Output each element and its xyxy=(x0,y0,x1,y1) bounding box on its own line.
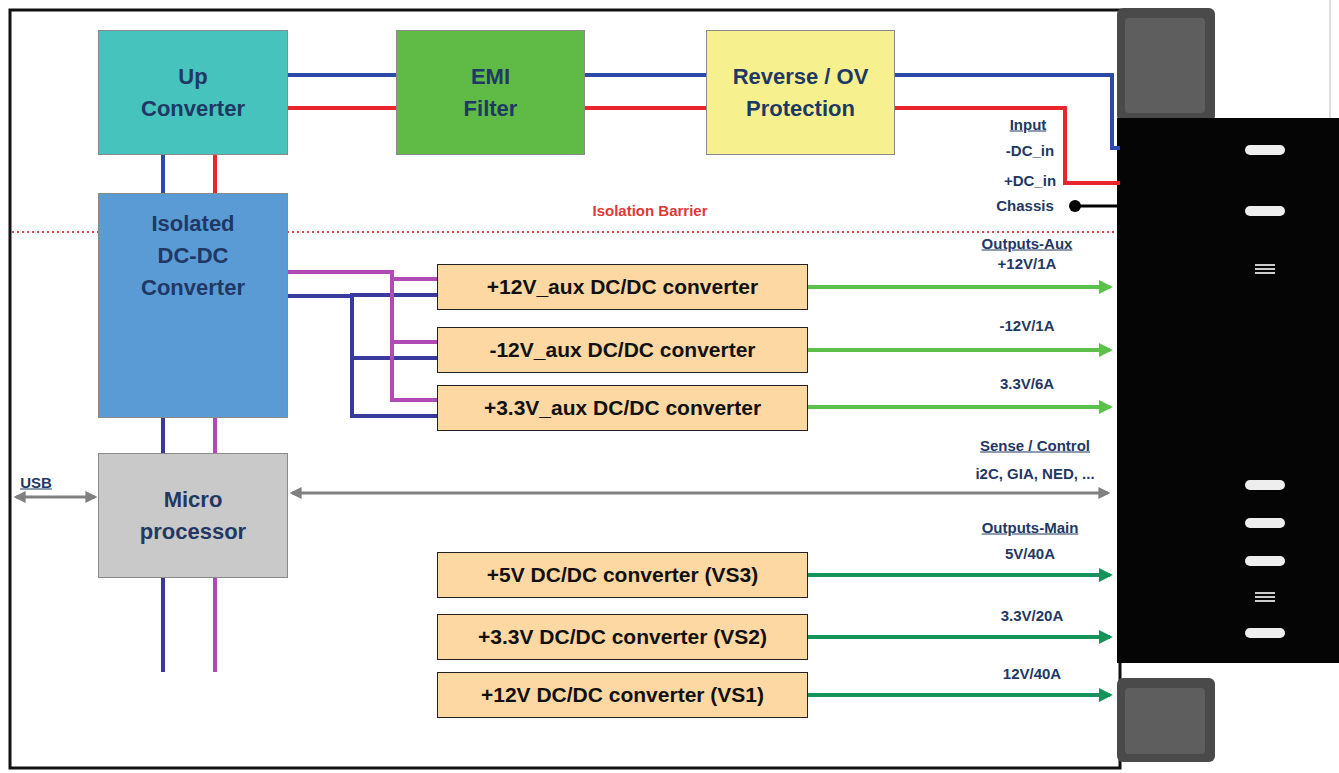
box-label: Isolated DC-DC Converter xyxy=(133,208,253,304)
wire-pair xyxy=(163,155,215,193)
wire xyxy=(288,296,437,358)
box-label: +12V DC/DC converter (VS1) xyxy=(481,680,764,710)
process-box: +5V DC/DC converter (VS3) xyxy=(437,552,808,598)
signal-label: -12V/1A xyxy=(999,317,1054,334)
usb-arrow xyxy=(16,496,95,499)
connector-pins xyxy=(1245,145,1285,638)
connector-flange xyxy=(1117,8,1215,122)
signal-label: USB xyxy=(20,474,52,491)
wire xyxy=(161,155,165,193)
wire-pair xyxy=(288,272,437,296)
box-label: +3.3V DC/DC converter (VS2) xyxy=(478,622,767,652)
wire-pair xyxy=(163,418,215,453)
sense-arrow xyxy=(292,492,1108,495)
signal-label: +DC_in xyxy=(1004,172,1056,189)
process-box: Isolated DC-DC Converter xyxy=(98,193,288,418)
input-wire xyxy=(895,75,1120,148)
signal-label: Outputs-Main xyxy=(982,519,1079,536)
signal-label: Outputs-Aux xyxy=(982,235,1073,252)
signal-label: Chassis xyxy=(996,197,1054,214)
signal-label: 5V/40A xyxy=(1005,545,1055,562)
connector-body xyxy=(1117,118,1339,663)
signal-label: +12V/1A xyxy=(998,255,1057,272)
output-arrow xyxy=(808,575,1110,695)
wire xyxy=(585,106,706,110)
process-box: +12V_aux DC/DC converter xyxy=(437,264,808,310)
wire xyxy=(585,73,706,77)
wire xyxy=(288,73,396,77)
process-box: +3.3V_aux DC/DC converter xyxy=(437,385,808,431)
wire-pair xyxy=(288,75,396,108)
signal-label: i2C, GIA, NED, ... xyxy=(975,465,1094,482)
signal-label: Sense / Control xyxy=(980,437,1090,454)
process-box: Micro processor xyxy=(98,453,288,578)
box-label: +3.3V_aux DC/DC converter xyxy=(484,393,761,423)
enclosure-frame xyxy=(10,10,1120,768)
signal-label: 3.3V/20A xyxy=(1001,607,1064,624)
chassis-wire xyxy=(1075,205,1120,208)
signal-label: 3.3V/6A xyxy=(1000,375,1054,392)
connector-flange xyxy=(1125,688,1205,754)
signal-label: -DC_in xyxy=(1006,142,1054,159)
box-label: +5V DC/DC converter (VS3) xyxy=(487,560,758,590)
wire xyxy=(288,272,437,400)
process-box: +3.3V DC/DC converter (VS2) xyxy=(437,614,808,660)
wire-pair xyxy=(288,272,437,416)
box-label: Reverse / OV Protection xyxy=(721,61,881,125)
box-label: EMI Filter xyxy=(446,61,536,125)
process-box: EMI Filter xyxy=(396,30,585,155)
wire xyxy=(288,106,396,110)
process-box: Reverse / OV Protection xyxy=(706,30,895,155)
signal-label: Input xyxy=(1010,116,1047,133)
process-box: +12V DC/DC converter (VS1) xyxy=(437,672,808,718)
connector-pins xyxy=(1255,265,1275,601)
box-label: +12V_aux DC/DC converter xyxy=(487,272,758,302)
process-box: -12V_aux DC/DC converter xyxy=(437,327,808,373)
signal-label: Isolation Barrier xyxy=(592,202,707,219)
box-label: Up Converter xyxy=(128,61,258,125)
chassis-dot xyxy=(1069,200,1081,212)
wire-pair xyxy=(288,272,437,358)
process-box: Up Converter xyxy=(98,30,288,155)
wire xyxy=(213,155,217,193)
output-arrow xyxy=(808,287,1110,407)
connector-flange xyxy=(1117,678,1215,762)
wire-pair xyxy=(585,75,706,108)
wire xyxy=(288,272,437,342)
signal-label: 12V/40A xyxy=(1003,665,1061,682)
box-label: -12V_aux DC/DC converter xyxy=(489,335,755,365)
box-label: Micro processor xyxy=(133,484,253,548)
wire xyxy=(288,296,437,416)
connector-flange xyxy=(1125,18,1205,113)
